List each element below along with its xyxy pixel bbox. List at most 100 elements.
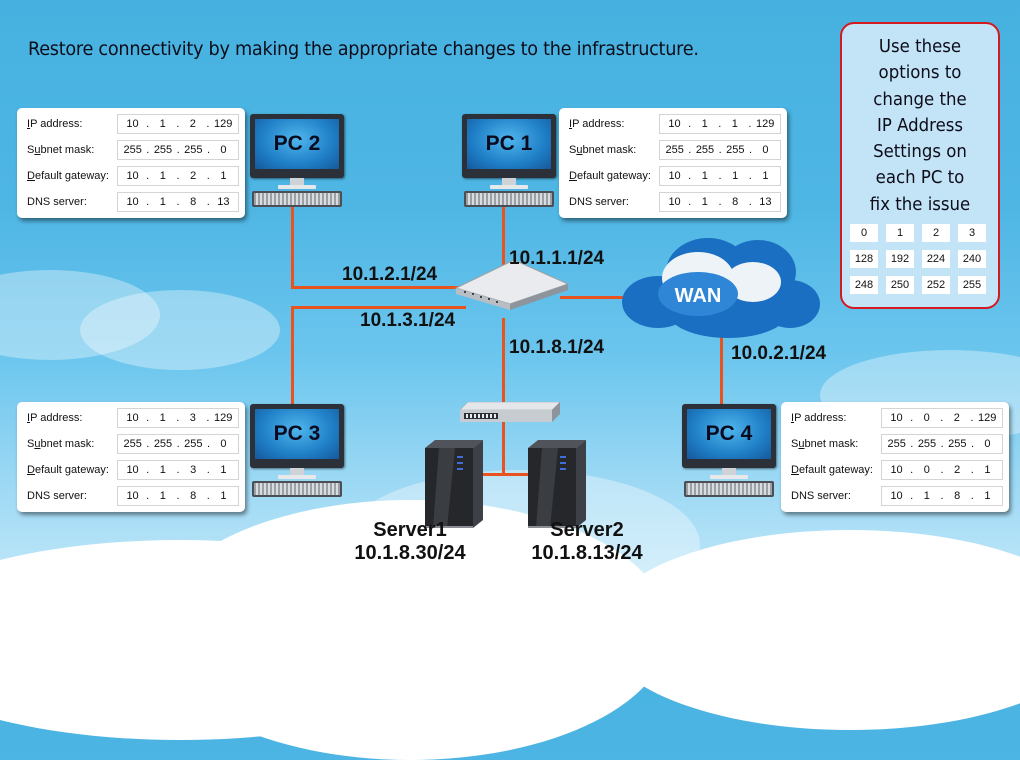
octet[interactable]: 8 [190,196,197,208]
dns-server-field[interactable]: 10. 1. 8. 1 [881,486,1003,506]
octet[interactable]: 1 [701,170,708,182]
pc4-computer-icon[interactable]: PC 4 [682,404,782,499]
option-value-240[interactable]: 240 [958,250,986,268]
octet[interactable]: 8 [954,490,961,502]
pc1-computer-icon[interactable]: PC 1 [462,114,562,209]
octet[interactable]: 255 [184,438,203,450]
octet[interactable]: 255 [695,144,715,156]
octet[interactable]: 10 [126,118,139,130]
octet[interactable]: 10 [890,490,903,502]
option-value-128[interactable]: 128 [850,250,878,268]
option-value-3[interactable]: 3 [958,224,986,242]
option-value-0[interactable]: 0 [850,224,878,242]
default-gateway-field[interactable]: 10. 1. 3. 1 [117,460,239,480]
octet[interactable]: 3 [189,412,196,424]
octet[interactable]: 255 [184,144,203,156]
default-gateway-field[interactable]: 10. 0. 2. 1 [881,460,1003,480]
octet[interactable]: 10 [126,196,139,208]
default-gateway-field[interactable]: 10. 1. 1. 1 [659,166,781,186]
octet[interactable]: 2 [190,170,197,182]
octet[interactable]: 10 [126,490,139,502]
ip-address-field[interactable]: 10. 1. 3. 129 [117,408,239,428]
ip-address-field[interactable]: 10. 1. 2. 129 [117,114,239,134]
octet[interactable]: 0 [923,412,930,424]
default-gateway-field[interactable]: 10. 1. 2. 1 [117,166,239,186]
octet[interactable]: 2 [953,412,960,424]
octet[interactable]: 1 [732,170,739,182]
subnet-mask-field[interactable]: 255. 255. 255. 0 [881,434,1003,454]
subnet-mask-field[interactable]: 255. 255. 255. 0 [117,434,239,454]
octet[interactable]: 10 [890,464,903,476]
octet[interactable]: 10 [668,196,681,208]
server1-icon[interactable] [425,440,483,530]
option-value-192[interactable]: 192 [886,250,914,268]
octet[interactable]: 1 [159,412,166,424]
octet[interactable]: 1 [923,490,930,502]
octet[interactable]: 1 [984,464,991,476]
octet[interactable]: 10 [126,412,139,424]
octet[interactable]: 8 [732,196,739,208]
octet[interactable]: 0 [984,438,991,450]
octet[interactable]: 10 [126,464,139,476]
octet[interactable]: 1 [159,118,166,130]
pc2-computer-icon[interactable]: PC 2 [250,114,350,209]
dns-server-field[interactable]: 10. 1. 8. 13 [659,192,781,212]
octet[interactable]: 1 [159,196,166,208]
router-icon[interactable] [452,258,570,310]
octet[interactable]: 2 [189,118,196,130]
dns-server-field[interactable]: 10. 1. 8. 13 [117,192,239,212]
server2-icon[interactable] [528,440,586,530]
octet[interactable]: 10 [126,170,139,182]
option-value-252[interactable]: 252 [922,276,950,294]
octet[interactable]: 1 [701,118,708,130]
octet[interactable]: 13 [217,196,230,208]
octet[interactable]: 129 [756,118,775,130]
octet[interactable]: 255 [123,438,142,450]
ip-address-field[interactable]: 10. 0. 2. 129 [881,408,1003,428]
octet[interactable]: 1 [701,196,708,208]
octet[interactable]: 1 [984,490,991,502]
octet[interactable]: 255 [153,144,173,156]
option-value-2[interactable]: 2 [922,224,950,242]
subnet-mask-field[interactable]: 255. 255. 255. 0 [659,140,781,160]
octet[interactable]: 0 [762,144,769,156]
octet[interactable]: 1 [159,464,166,476]
octet[interactable]: 1 [731,118,738,130]
octet[interactable]: 1 [159,490,166,502]
octet[interactable]: 255 [665,144,684,156]
octet[interactable]: 1 [220,490,227,502]
octet[interactable]: 0 [220,438,227,450]
octet[interactable]: 129 [214,118,233,130]
octet[interactable]: 2 [954,464,961,476]
octet[interactable]: 255 [726,144,745,156]
octet[interactable]: 10 [890,412,903,424]
octet[interactable]: 1 [159,170,166,182]
dns-server-field[interactable]: 10. 1. 8. 1 [117,486,239,506]
option-value-250[interactable]: 250 [886,276,914,294]
octet[interactable]: 255 [153,438,173,450]
pc3-computer-icon[interactable]: PC 3 [250,404,350,499]
octet[interactable]: 129 [978,412,997,424]
octet[interactable]: 3 [190,464,197,476]
option-value-224[interactable]: 224 [922,250,950,268]
octet[interactable]: 255 [917,438,937,450]
octet[interactable]: 129 [214,412,233,424]
ip-address-field[interactable]: 10. 1. 1. 129 [659,114,781,134]
octet[interactable]: 255 [948,438,967,450]
wan-cloud-icon[interactable]: WAN [618,232,823,342]
octet[interactable]: 255 [887,438,906,450]
switch-icon[interactable] [460,402,560,424]
octet[interactable]: 10 [668,170,681,182]
octet[interactable]: 1 [220,464,227,476]
octet[interactable]: 1 [220,170,227,182]
option-value-1[interactable]: 1 [886,224,914,242]
option-value-255[interactable]: 255 [958,276,986,294]
octet[interactable]: 0 [220,144,227,156]
octet[interactable]: 1 [762,170,769,182]
octet[interactable]: 8 [190,490,197,502]
octet[interactable]: 255 [123,144,142,156]
octet[interactable]: 0 [923,464,930,476]
octet[interactable]: 13 [759,196,772,208]
subnet-mask-field[interactable]: 255. 255. 255. 0 [117,140,239,160]
octet[interactable]: 10 [668,118,681,130]
